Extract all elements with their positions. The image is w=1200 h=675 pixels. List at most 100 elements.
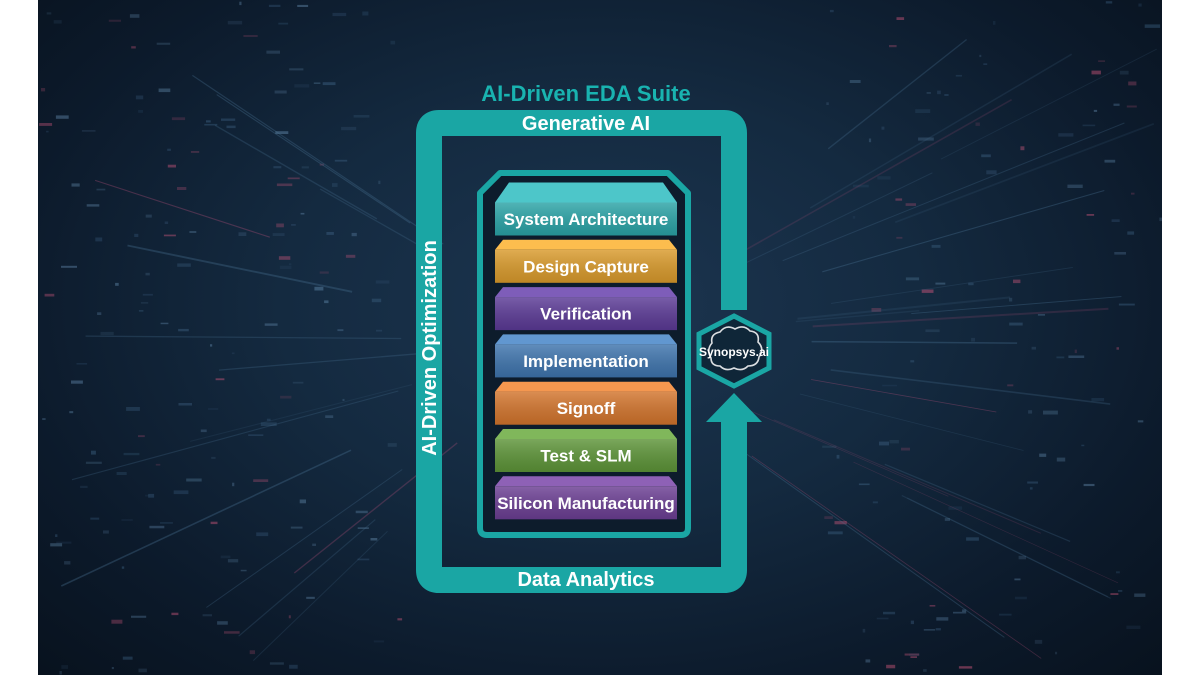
- layer-bevel: [495, 476, 677, 487]
- background-dash: [189, 231, 197, 233]
- background-dash: [1009, 322, 1023, 326]
- background-dash: [279, 265, 292, 269]
- background-dash: [926, 92, 931, 94]
- background-dash: [289, 68, 304, 71]
- layer-system-architecture: System Architecture: [495, 182, 677, 236]
- background-dash: [238, 232, 247, 236]
- background-line: [940, 48, 1157, 160]
- background-dash: [981, 154, 991, 158]
- background-dash: [163, 234, 176, 237]
- background-dash: [882, 384, 897, 387]
- background-dash: [935, 628, 941, 631]
- background-dash: [879, 441, 889, 446]
- background-line: [831, 266, 1073, 304]
- background-line: [884, 463, 1071, 542]
- layer-bevel: [495, 429, 677, 439]
- background-dash: [332, 183, 338, 187]
- layer-shading: [495, 486, 677, 520]
- background-dash: [993, 21, 996, 25]
- background-dash: [275, 131, 289, 134]
- background-dash: [1119, 70, 1129, 75]
- background-dash: [836, 454, 840, 459]
- background-dash: [95, 237, 103, 242]
- background-dash: [111, 619, 123, 624]
- background-line: [745, 99, 1012, 251]
- background-dash: [937, 90, 941, 95]
- background-line: [71, 390, 399, 481]
- background-dash: [135, 95, 144, 100]
- background-dash: [85, 461, 102, 464]
- background-dash: [39, 123, 53, 126]
- background-dash: [46, 130, 49, 133]
- background-dash: [353, 115, 370, 118]
- background-dash: [232, 482, 235, 487]
- background-dash: [253, 479, 269, 482]
- background-dash: [231, 352, 235, 355]
- background-dash: [895, 198, 903, 201]
- layer-bevel: [495, 381, 677, 392]
- background-dash: [122, 656, 133, 660]
- background-dash: [1031, 346, 1036, 350]
- background-dash: [1105, 1, 1113, 4]
- background-dash: [929, 605, 936, 607]
- background-line: [822, 189, 1105, 273]
- layer-label: Verification: [540, 305, 632, 324]
- layer-bevel: [495, 239, 677, 250]
- background-dash: [1083, 483, 1095, 487]
- eda-suite-diagram: AI-Driven EDA Suite Generative AI Data A…: [416, 81, 772, 593]
- background-dash: [313, 82, 321, 84]
- layer-shading: [495, 202, 677, 236]
- background-dash: [351, 232, 357, 237]
- background-dash: [325, 415, 334, 418]
- background-dash: [1043, 410, 1058, 415]
- background-dash: [111, 667, 114, 670]
- background-dash: [134, 233, 139, 237]
- background-dash: [326, 232, 334, 235]
- background-dash: [858, 483, 870, 486]
- background-dash: [164, 221, 169, 224]
- background-dash: [91, 450, 96, 455]
- background-dash: [357, 558, 370, 561]
- background-dash: [248, 434, 264, 436]
- background-dash: [149, 525, 165, 529]
- background-dash: [249, 650, 255, 655]
- synopsys-ai-badge[interactable]: Synopsys.ai: [696, 313, 772, 389]
- background-dash: [71, 380, 83, 384]
- background-dash: [1118, 303, 1135, 306]
- background-dash: [883, 611, 896, 615]
- background-dash: [46, 12, 52, 15]
- background-dash: [290, 526, 303, 529]
- background-dash: [208, 408, 219, 410]
- background-dash: [886, 664, 896, 669]
- background-line: [190, 384, 413, 442]
- background-dash: [178, 403, 192, 406]
- background-dash: [115, 282, 119, 286]
- background-dash: [362, 11, 369, 16]
- background-dash: [935, 282, 946, 285]
- background-line: [894, 122, 1155, 224]
- background-dash: [341, 126, 357, 131]
- background-dash: [1056, 356, 1065, 359]
- background-dash: [44, 293, 55, 297]
- background-dash: [221, 118, 236, 121]
- background-dash: [100, 331, 114, 336]
- background-line: [830, 369, 1111, 405]
- background-dash: [1093, 109, 1098, 112]
- background-dash: [177, 187, 187, 190]
- background-dash: [1138, 3, 1142, 7]
- background-dash: [345, 254, 356, 258]
- background-dash: [314, 286, 324, 291]
- background-dash: [829, 9, 834, 13]
- background-dash: [944, 518, 950, 521]
- background-dash: [1116, 571, 1120, 574]
- background-dash: [186, 478, 202, 482]
- background-dash: [910, 620, 914, 625]
- background-dash: [276, 183, 293, 187]
- background-line: [736, 172, 933, 268]
- background-dash: [1098, 60, 1105, 62]
- frame-bottom-label: Data Analytics: [517, 569, 654, 591]
- layer-label: Design Capture: [523, 257, 649, 276]
- background-dash: [1020, 146, 1025, 151]
- background-dash: [227, 20, 243, 25]
